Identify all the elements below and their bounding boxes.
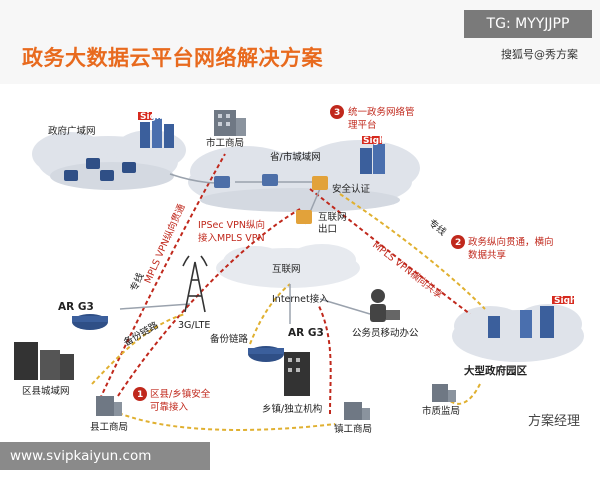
dedicated-line-label-2: 专线 (426, 217, 449, 238)
prov-city-net-label: 省/市城域网 (270, 151, 321, 163)
datacenter-icon: Sight (138, 112, 174, 148)
step1-marker (133, 387, 147, 401)
ar-g3-mid-label: AR G3 (288, 327, 324, 339)
ipsec-label-2: 接入MPLS VPN (198, 232, 265, 244)
town-bureau-building-icon (344, 402, 370, 420)
county-buildings-icon (14, 342, 74, 380)
mpls-vertical-label: MPLS VPN纵向贯通 (142, 202, 188, 286)
management-server-icon: Sight (360, 136, 390, 174)
source-tag: 搜狐号@秀方案 (501, 48, 578, 61)
network-diagram: Sight 政府广域网 市工商局 3 统一政务网络管 理平台 Sight 省/市… (14, 105, 584, 435)
sight-logo-1: Sight (140, 112, 167, 122)
step3-text-2: 理平台 (348, 119, 377, 131)
town-agency-label: 乡镇/独立机构 (262, 403, 322, 415)
gov-wan-label: 政府广域网 (48, 125, 96, 137)
step3-marker (330, 105, 344, 119)
county-bureau-label: 县工商局 (90, 421, 128, 433)
step2-text-1: 政务纵向贯通，横向 (468, 236, 554, 248)
park-cloud (452, 304, 584, 362)
town-bureau-label: 镇工商局 (334, 423, 372, 435)
page-title: 政务大数据云平台网络解决方案 (22, 46, 323, 70)
server-cluster-icon (64, 158, 136, 181)
firewall-icon (312, 176, 328, 190)
ar-g3-left-router-icon (72, 314, 108, 330)
header-bar: 政务大数据云平台网络解决方案 TG: MYYJJPP 搜狐号@秀方案 (0, 0, 600, 84)
internet-exit-label-2: 出口 (318, 223, 337, 235)
market-supervision-label: 市质监局 (422, 405, 460, 417)
mobile-office-label: 公务员移动办公 (352, 327, 419, 339)
router-icon (214, 174, 278, 188)
mobile-office-icon (370, 289, 400, 322)
ipsec-label-1: IPSec VPN纵向 (198, 219, 265, 231)
ar-g3-mid-router-icon (248, 346, 284, 362)
ar-g3-left-label: AR G3 (58, 301, 94, 313)
footer-url: www.svipkaiyun.com (0, 442, 210, 470)
tg-badge: TG: MYYJJPP (464, 10, 592, 38)
big-park-label: 大型政府园区 (464, 364, 527, 377)
watermark: 方案经理 (527, 414, 580, 429)
step1-text-1: 区县/乡镇安全 (150, 388, 211, 400)
building-icon (214, 110, 246, 136)
step3-text-1: 统一政务网络管 (348, 106, 415, 118)
market-supervision-building-icon (432, 384, 456, 402)
internet-access-label: Internet接入 (272, 293, 329, 305)
market-bureau-label: 市工商局 (206, 137, 244, 149)
town-agency-building-icon (284, 352, 310, 396)
sight-logo-2: Sight (363, 136, 390, 146)
park-datacenter-icon: Sight (488, 296, 581, 338)
internet-cloud (216, 244, 360, 288)
internet-exit-label-1: 互联网 (318, 212, 347, 223)
step3-num: 3 (334, 108, 340, 118)
county-net-label: 区县城域网 (22, 385, 70, 397)
backup-link-2-label: 备份链路 (210, 333, 249, 345)
exit-firewall-icon (296, 210, 312, 224)
cell-tower-icon (182, 255, 208, 313)
step2-text-2: 数据共享 (468, 249, 506, 261)
internet-label: 互联网 (272, 264, 301, 275)
sight-logo-3: Sight (554, 296, 581, 306)
gray-solid-links (119, 173, 371, 324)
step1-num: 1 (137, 390, 143, 400)
g3-lte-label: 3G/LTE (178, 320, 210, 331)
step2-marker (451, 235, 465, 249)
step1-text-2: 可靠接入 (150, 401, 189, 413)
security-auth-label: 安全认证 (332, 183, 371, 195)
red-dashed-links (99, 153, 471, 415)
county-bureau-building-icon (96, 396, 122, 416)
step2-num: 2 (455, 238, 461, 248)
